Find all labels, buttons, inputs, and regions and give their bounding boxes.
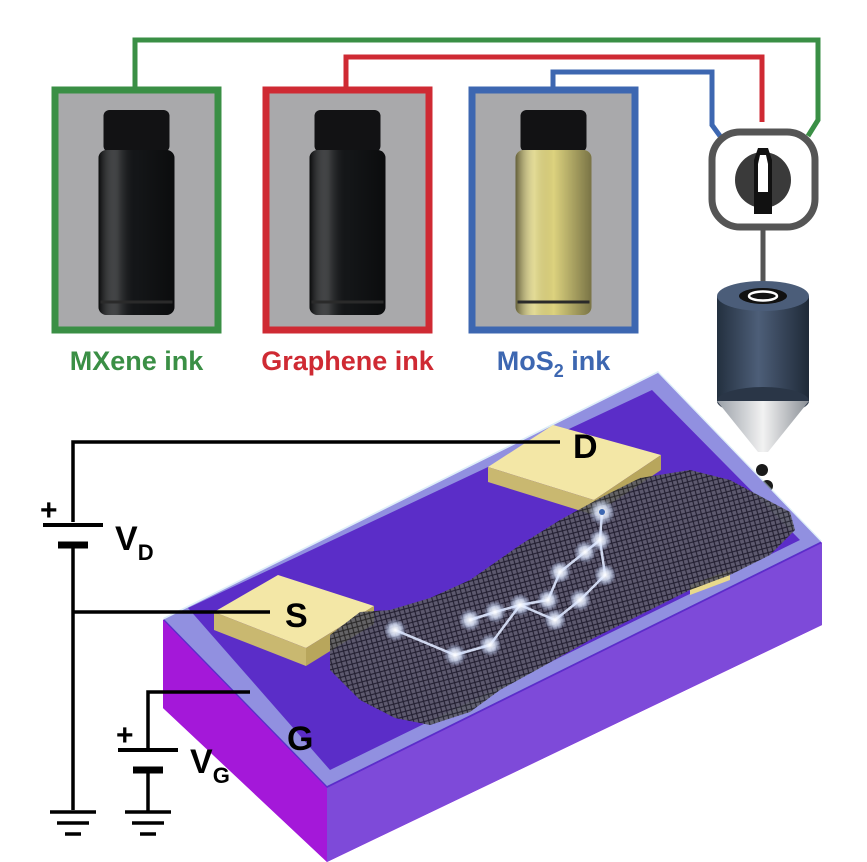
- ink-box-2: MoS2 ink: [468, 86, 639, 381]
- ground-symbol-gate: [125, 810, 171, 836]
- drain-source-plus: +: [40, 494, 58, 527]
- gate-source-plus: +: [116, 719, 134, 752]
- gate-voltage-source: [118, 748, 178, 774]
- mxene-wire: [132, 37, 821, 138]
- ink-label-2: MoS2 ink: [497, 346, 612, 381]
- ink-label-0: MXene ink: [70, 346, 205, 376]
- gate-voltage-label: VG: [190, 743, 230, 788]
- ink-box-1: Graphene ink: [261, 86, 435, 376]
- vial-cap: [314, 110, 381, 152]
- source-label: S: [285, 597, 308, 635]
- ground-symbol-drain: [50, 810, 96, 836]
- ink-label-1: Graphene ink: [261, 346, 435, 376]
- drain-voltage-label: VD: [115, 520, 154, 565]
- vial-cap: [520, 110, 587, 152]
- gate-label: G: [287, 720, 313, 758]
- glow-nodes: [384, 499, 616, 666]
- mos2-wire: [550, 69, 723, 138]
- drain-label: D: [573, 428, 598, 466]
- circuit-wiring: [71, 440, 560, 812]
- drain-voltage-source: [43, 523, 103, 549]
- printing-nozzle: [717, 281, 809, 452]
- vial-cap: [103, 110, 170, 152]
- ink-box-0: MXene ink: [51, 86, 222, 376]
- graphene-wire: [343, 54, 765, 122]
- ink-selector-switch[interactable]: [708, 128, 819, 231]
